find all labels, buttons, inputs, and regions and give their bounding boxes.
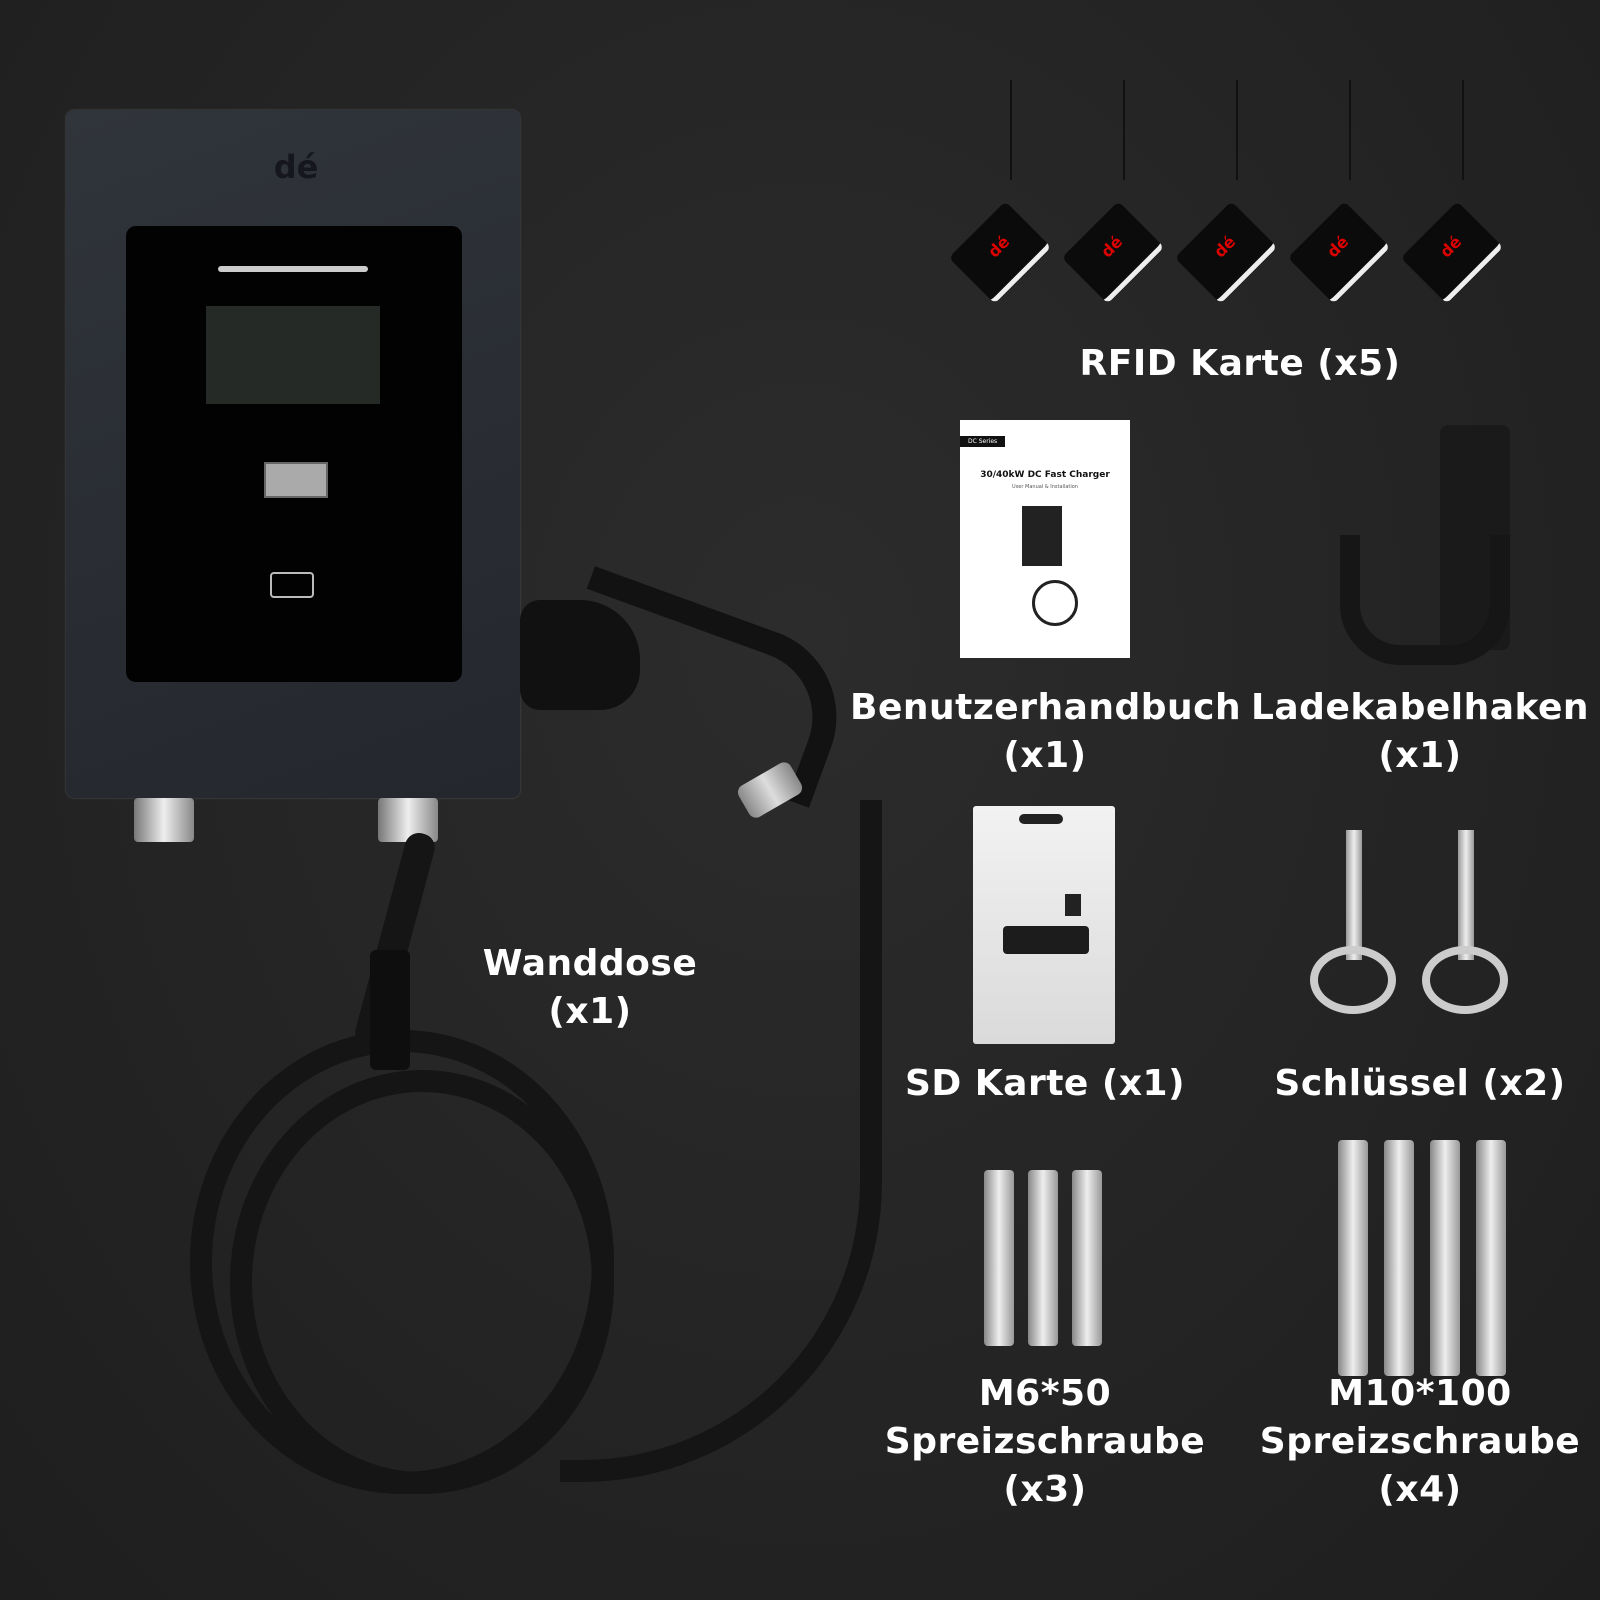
label-wallbox: Wanddose (x1) bbox=[482, 943, 698, 1032]
label-hook: Ladekabelhaken (x1) bbox=[1240, 684, 1600, 780]
cable-hook bbox=[1340, 425, 1510, 665]
rfid-cards: dé dé dé dé dé bbox=[948, 80, 1510, 320]
energy-meter bbox=[264, 462, 328, 498]
label-manual: Benutzerhandbuch (x1) bbox=[850, 684, 1242, 780]
manual-cable-image bbox=[1032, 580, 1078, 626]
rfid-reader-icon bbox=[270, 572, 314, 598]
sd-card-bag bbox=[973, 806, 1115, 1044]
label-line: (x4) bbox=[1378, 1469, 1462, 1510]
label-line: (x3) bbox=[1003, 1469, 1087, 1510]
label-sd: SD Karte (x1) bbox=[904, 1063, 1186, 1104]
sd-card bbox=[1065, 894, 1081, 916]
cable-hook-mounted bbox=[370, 950, 410, 1070]
cable-gland bbox=[134, 798, 194, 842]
keys bbox=[1310, 830, 1530, 1020]
m6-anchor-bolts bbox=[980, 1170, 1110, 1350]
usb-card-reader bbox=[1003, 926, 1089, 954]
brand-logo: dé bbox=[273, 148, 319, 186]
label-line: M10*100 bbox=[1328, 1373, 1512, 1414]
status-light-bar bbox=[218, 266, 368, 272]
manual-subtitle: User Manual & Installation bbox=[1012, 484, 1078, 490]
manual-title: 30/40kW DC Fast Charger bbox=[980, 470, 1110, 480]
user-manual: DC Series 30/40kW DC Fast Charger User M… bbox=[960, 420, 1130, 658]
label-line: (x1) bbox=[1378, 735, 1462, 776]
manual-series-tag: DC Series bbox=[960, 436, 1006, 447]
front-panel bbox=[126, 226, 462, 682]
label-line: Spreizschraube bbox=[1259, 1421, 1581, 1462]
label-line: Benutzerhandbuch bbox=[850, 687, 1242, 728]
display-screen bbox=[206, 306, 380, 404]
manual-charger-image bbox=[1022, 506, 1062, 566]
wall-charger: dé bbox=[66, 110, 520, 798]
label-rfid: RFID Karte (x5) bbox=[1079, 343, 1401, 384]
cable-coil bbox=[230, 1070, 614, 1494]
m10-anchor-bolts bbox=[1336, 1140, 1526, 1380]
label-keys: Schlüssel (x2) bbox=[1274, 1063, 1566, 1104]
label-line: Ladekabelhaken bbox=[1250, 687, 1590, 728]
label-m6: M6*50 Spreizschraube (x3) bbox=[860, 1370, 1230, 1514]
charging-plug bbox=[520, 600, 640, 710]
label-line: (x1) bbox=[1003, 735, 1087, 776]
label-m10: M10*100 Spreizschraube (x4) bbox=[1240, 1370, 1600, 1514]
label-line: M6*50 bbox=[978, 1373, 1112, 1414]
label-line: Spreizschraube bbox=[884, 1421, 1206, 1462]
